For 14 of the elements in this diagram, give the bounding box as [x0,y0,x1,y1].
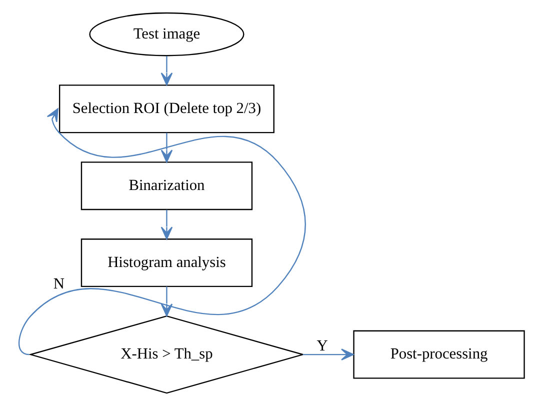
arrow [160,132,172,163]
node-box: Binarization [80,162,252,210]
node-box: Histogram analysis [80,238,252,288]
arrow [18,108,306,356]
arrow [160,210,172,240]
node-box: Post-processing [352,330,524,379]
edge-label: Y [316,337,328,354]
arrow [302,348,354,360]
node-diamond: X-His > Th_sp [28,315,305,394]
arrow [160,286,172,316]
node-ellipse: Test image [88,12,244,56]
arrow [160,56,172,86]
edge-label: N [52,275,64,292]
node-box: Selection ROI (Delete top 2/3) [58,84,274,134]
